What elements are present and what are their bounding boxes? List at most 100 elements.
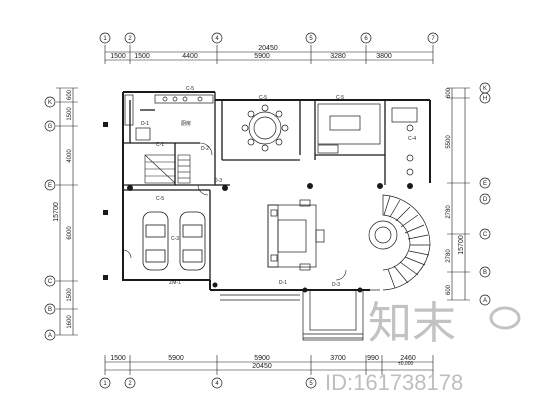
axis-label-right-2: H [483, 96, 487, 102]
right-dim-3: 2780 [446, 205, 452, 219]
axis-label-top-1: 1 [103, 36, 107, 42]
window-label-c5-dining: C-5 [259, 95, 267, 101]
door-label-zm1: ZM-1 [169, 280, 181, 286]
level-mark: ±0.000 [398, 361, 413, 367]
right-dim-4: 2780 [446, 249, 452, 263]
left-total-dimension: 15700 [53, 202, 60, 222]
axis-label-bottom-4: 5 [309, 381, 313, 387]
axis-bubble-top-4 [305, 32, 317, 44]
right-dimension-chain [447, 87, 470, 301]
axis-label-bottom-3: 4 [215, 381, 219, 387]
right-total-dimension: 15700 [458, 235, 465, 255]
axis-label-left-5: B [48, 307, 52, 313]
right-dim-5: 600 [446, 284, 452, 295]
watermark-logo: 知末 [368, 299, 456, 348]
axis-bubble-left-5 [44, 303, 56, 315]
window-label-c3: C-3 [171, 236, 179, 242]
axis-bubble-left-4 [44, 275, 56, 287]
axis-label-left-6: A [48, 333, 52, 339]
top-inner-dimension: 5900 [254, 53, 270, 60]
left-dimension-chain [56, 87, 78, 336]
axis-label-left-3: E [48, 183, 52, 189]
room-label-kitchen: 厨房 [181, 120, 191, 127]
axis-bubble-right-7 [479, 294, 491, 306]
dining-table [241, 104, 289, 152]
door-label-d2: D-2 [201, 146, 209, 152]
kitchen-island [317, 103, 418, 176]
bottom-total-dimension: 20450 [252, 363, 272, 370]
columns [103, 122, 413, 293]
bottom-dim-2: 5900 [168, 355, 184, 362]
axis-bubble-top-5 [360, 32, 372, 44]
axis-label-top-3: 4 [215, 36, 219, 42]
window-label-c1: C-1 [156, 142, 164, 148]
window-label-c5-garage: C-5 [156, 196, 164, 202]
top-dimension-chain [104, 45, 434, 64]
interior-stair [144, 154, 191, 184]
window-label-c4: C-4 [408, 136, 416, 142]
axis-bubble-right-5 [479, 228, 491, 240]
door-label-d3: D-3 [214, 178, 222, 184]
front-porch [220, 289, 380, 341]
bottom-dim-5: 990 [367, 355, 379, 362]
window-label-c5-right: C-5 [336, 95, 344, 101]
axis-label-top-4: 5 [309, 36, 313, 42]
axis-label-left-4: C [48, 279, 53, 285]
axis-label-right-5: C [483, 232, 488, 238]
axis-label-left-1: K [48, 100, 52, 106]
axis-label-left-2: G [48, 124, 53, 130]
door-label-d3b: D-3 [332, 282, 340, 288]
bottom-dim-6: 2460 [400, 355, 416, 362]
bottom-dim-1: 1500 [110, 355, 126, 362]
axis-label-bottom-1: 1 [103, 381, 107, 387]
axis-label-right-7: A [483, 298, 487, 304]
top-dim-1: 1500 [110, 53, 126, 60]
watermark: 知末 ID:161738178 [325, 299, 521, 395]
axis-bubble-right-2 [479, 92, 491, 104]
bottom-dim-3: 5900 [254, 355, 270, 362]
axis-bubble-left-6 [44, 329, 56, 341]
axis-bubble-top-2 [124, 32, 136, 44]
axis-bubble-bottom-3 [211, 377, 223, 389]
axis-bubble-top-6 [427, 32, 439, 44]
axis-label-top-2: 2 [128, 36, 132, 42]
axis-bubble-right-6 [479, 266, 491, 278]
axis-label-right-1: K [483, 86, 487, 92]
kitchen-counter [124, 94, 214, 141]
axis-bubble-bottom-2 [124, 377, 136, 389]
top-total-dimension: 20450 [258, 45, 278, 52]
bottom-dimension-chain [104, 355, 434, 375]
left-dim-6: 1600 [67, 315, 73, 329]
left-dim-5: 1500 [67, 288, 73, 302]
left-dim-3: 4000 [67, 149, 73, 163]
axis-bubble-bottom-4 [305, 377, 317, 389]
axis-bubble-left-1 [44, 96, 56, 108]
axis-bubble-right-3 [479, 177, 491, 189]
axis-bubble-top-1 [99, 32, 111, 44]
window-label-c5-kitchen: C-5 [186, 86, 194, 92]
top-dim-5: 3800 [376, 53, 392, 60]
top-dim-3: 4400 [182, 53, 198, 60]
axis-label-top-6: 7 [431, 36, 435, 42]
right-dim-2: 5500 [446, 135, 452, 149]
axis-label-right-6: B [483, 270, 487, 276]
axis-label-bottom-2: 2 [128, 381, 132, 387]
axis-bubble-bottom-1 [99, 377, 111, 389]
left-dim-4: 6000 [67, 226, 73, 240]
watermark-id: ID:161738178 [325, 370, 463, 395]
top-dim-4: 3280 [330, 53, 346, 60]
left-dim-2: 1500 [67, 107, 73, 121]
exterior-walls [122, 91, 431, 291]
axis-label-top-5: 6 [364, 36, 368, 42]
top-dim-2: 1500 [134, 53, 150, 60]
axis-bubble-left-2 [44, 120, 56, 132]
sofa-set [267, 199, 325, 271]
right-dim-1: 600 [446, 87, 452, 98]
axis-bubble-left-3 [44, 179, 56, 191]
axis-label-right-3: E [483, 181, 487, 187]
bottom-dim-4: 3700 [330, 355, 346, 362]
axis-bubble-top-3 [211, 32, 223, 44]
interior-walls [123, 92, 386, 280]
door-label-d1a: D-1 [141, 121, 149, 127]
